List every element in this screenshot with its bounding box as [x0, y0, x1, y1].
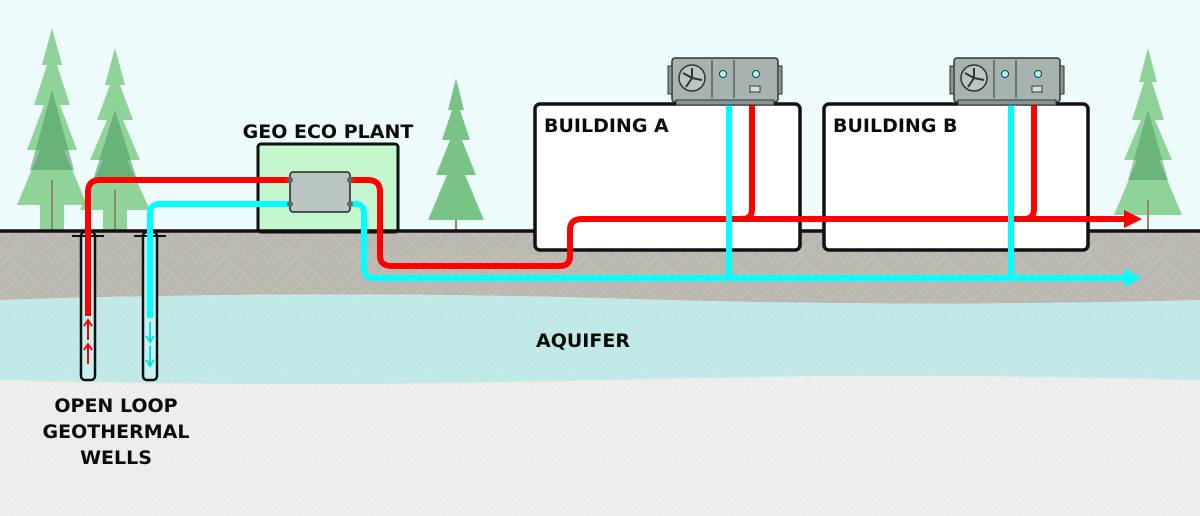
aquifer-label: AQUIFER: [536, 330, 630, 352]
tree-icon: [428, 78, 484, 232]
cold-distribution-pipe: [350, 201, 1128, 281]
cold-flow-arrow-icon: [1124, 269, 1142, 287]
building-b: [822, 102, 1090, 252]
tree-icon: [17, 28, 87, 230]
hvac-unit-b: [949, 57, 1065, 106]
down-arrow-icon: [145, 322, 155, 368]
hot-supply-pipe: [85, 177, 290, 316]
plant-label: GEO ECO PLANT: [243, 121, 414, 143]
wells-label-line1: OPEN LOOP: [54, 395, 177, 417]
building-a-hot-riser: [741, 104, 755, 222]
wells-label-line2: GEOTHERMAL: [43, 421, 190, 443]
ground-texture: [0, 232, 1200, 382]
hvac-unit-a: [667, 57, 783, 106]
hot-flow-arrow-icon: [1124, 210, 1142, 228]
heat-exchanger: [287, 171, 353, 213]
tree-icon: [1114, 48, 1182, 232]
hot-distribution-pipe: [350, 177, 1128, 269]
tree-icon: [80, 48, 150, 230]
building-a-label: BUILDING A: [544, 115, 669, 137]
building-b-hot-riser: [1023, 104, 1037, 222]
building-a: [533, 102, 802, 252]
building-b-label: BUILDING B: [833, 115, 958, 137]
up-arrow-icon: [83, 318, 93, 364]
cold-return-pipe: [147, 201, 290, 318]
wells-label-line3: WELLS: [80, 447, 152, 469]
